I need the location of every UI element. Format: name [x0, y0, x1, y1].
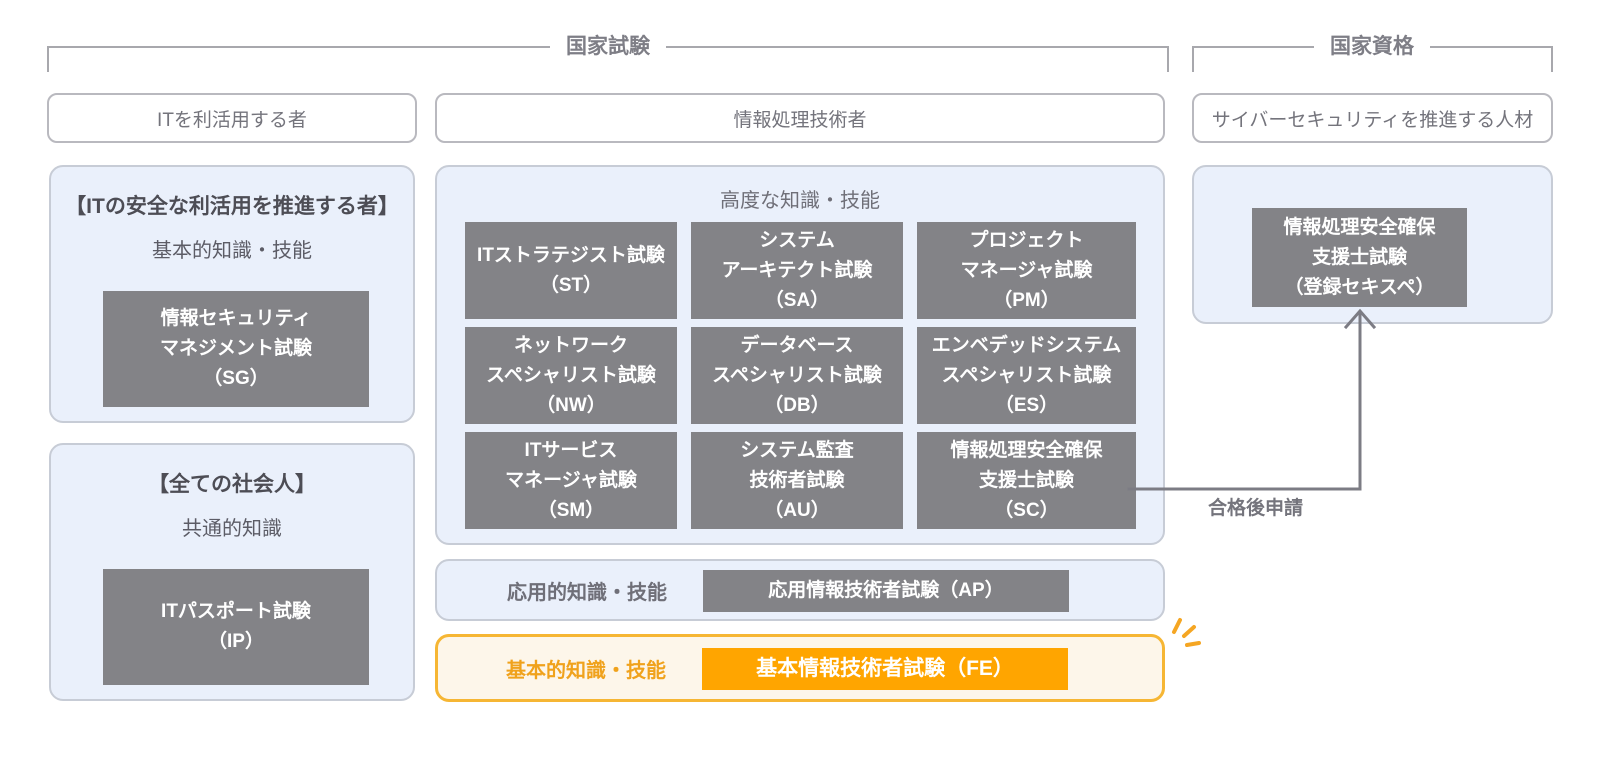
exam-chip-pm-line2: マネージャ試験 — [960, 259, 1093, 281]
header-pill-it-engineers-label: 情報処理技術者 — [733, 109, 867, 131]
exam-chip-nw[interactable]: ネットワーク スペシャリスト試験 （NW） — [465, 327, 677, 424]
header-pill-it-users: ITを利活用する者 — [47, 93, 417, 143]
exam-chip-nw-line1: ネットワーク — [513, 334, 628, 356]
exam-chip-pm-line1: プロジェクト — [969, 229, 1084, 251]
exam-chip-ap-label: 応用情報技術者試験（AP） — [768, 580, 1004, 601]
exam-chip-es-line1: エンベデッドシステム — [931, 334, 1122, 356]
exam-chip-ap[interactable]: 応用情報技術者試験（AP） — [703, 570, 1069, 612]
connector-arrow-label: 合格後申請 — [1208, 498, 1304, 519]
panel-all-workers: 【全ての社会人】 共通的知識 ITパスポート試験 （IP） — [49, 443, 415, 701]
exam-chip-st[interactable]: ITストラテジスト試験 （ST） — [465, 222, 677, 319]
exam-chip-ip[interactable]: ITパスポート試験 （IP） — [103, 569, 369, 685]
exam-chip-sg-line3: （SG） — [203, 368, 269, 389]
exam-chip-nw-line2: スペシャリスト試験 — [486, 364, 656, 386]
exam-chip-db-line2: スペシャリスト試験 — [712, 364, 882, 386]
exam-chip-sc-registered[interactable]: 情報処理安全確保 支援士試験 （登録セキスペ） — [1252, 208, 1467, 307]
panel-basic-skills: 基本的知識・技能 基本情報技術者試験（FE） — [435, 634, 1165, 702]
exam-chip-sc-line3: （SC） — [994, 499, 1059, 521]
exam-chip-sm[interactable]: ITサービス マネージャ試験 （SM） — [465, 432, 677, 529]
exam-chip-sa-line3: （SA） — [764, 289, 830, 311]
exam-chip-db-line1: データベース — [740, 334, 854, 356]
exam-chip-sc-line1: 情報処理安全確保 — [950, 439, 1103, 461]
panel-registered-security-specialist: 情報処理安全確保 支援士試験 （登録セキスペ） — [1192, 165, 1553, 324]
exam-chip-sg[interactable]: 情報セキュリティ マネジメント試験 （SG） — [103, 291, 369, 407]
exam-chip-sc-registered-line3: （登録セキスペ） — [1284, 276, 1435, 298]
panel-all-workers-heading: 【全ての社会人】 — [148, 473, 316, 496]
sparkle-icon — [1172, 618, 1201, 647]
exam-chip-pm[interactable]: プロジェクト マネージャ試験 （PM） — [917, 222, 1136, 319]
exam-chip-es[interactable]: エンベデッドシステム スペシャリスト試験 （ES） — [917, 327, 1136, 424]
exam-chip-db-line3: （DB） — [764, 394, 830, 416]
exam-chip-fe-label: 基本情報技術者試験（FE） — [756, 657, 1014, 680]
exam-chip-fe[interactable]: 基本情報技術者試験（FE） — [702, 648, 1068, 690]
panel-safe-it-users: 【ITの安全な利活用を推進する者】 基本的知識・技能 情報セキュリティ マネジメ… — [49, 165, 415, 423]
exam-chip-sm-line3: （SM） — [537, 499, 605, 521]
exam-chip-es-line3: （ES） — [994, 394, 1059, 416]
exam-chip-nw-line3: （NW） — [536, 394, 606, 416]
bracket-label-national-qualification: 国家資格 — [1314, 36, 1430, 58]
panel-applied-skills-label: 応用的知識・技能 — [507, 581, 667, 604]
header-pill-cybersecurity: サイバーセキュリティを推進する人材 — [1192, 93, 1553, 143]
panel-safe-it-users-subheading: 基本的知識・技能 — [152, 239, 312, 262]
exam-chip-st-line1: ITストラテジスト試験 — [477, 244, 665, 266]
exam-chip-st-line2: （ST） — [539, 274, 603, 296]
exam-chip-ip-line2: （IP） — [208, 631, 264, 652]
panel-advanced-skills-title: 高度な知識・技能 — [720, 189, 880, 212]
exam-chip-au-line2: 技術者試験 — [749, 469, 845, 491]
panel-basic-skills-label: 基本的知識・技能 — [506, 659, 666, 682]
header-pill-it-users-label: ITを利活用する者 — [157, 109, 307, 131]
exam-chip-pm-line3: （PM） — [993, 289, 1060, 311]
exam-chip-au-line1: システム監査 — [740, 439, 854, 461]
exam-chip-sc[interactable]: 情報処理安全確保 支援士試験 （SC） — [917, 432, 1136, 529]
exam-chip-au[interactable]: システム監査 技術者試験 （AU） — [691, 432, 903, 529]
exam-chip-sc-line2: 支援士試験 — [978, 469, 1074, 491]
exam-chip-sa[interactable]: システム アーキテクト試験 （SA） — [691, 222, 903, 319]
exam-chip-au-line3: （AU） — [764, 499, 830, 521]
panel-advanced-skills: 高度な知識・技能 ITストラテジスト試験 （ST） システム アーキテクト試験 … — [435, 165, 1165, 545]
exam-chip-sg-line1: 情報セキュリティ — [160, 308, 312, 329]
exam-chip-sg-line2: マネジメント試験 — [159, 338, 312, 359]
exam-chip-sa-line1: システム — [759, 229, 835, 251]
panel-safe-it-users-heading: 【ITの安全な利活用を推進する者】 — [65, 195, 399, 218]
panel-applied-skills: 応用的知識・技能 応用情報技術者試験（AP） — [435, 559, 1165, 621]
exam-chip-es-line2: スペシャリスト試験 — [941, 364, 1112, 386]
exam-chip-sc-registered-line2: 支援士試験 — [1311, 246, 1407, 268]
exam-chip-sm-line1: ITサービス — [524, 439, 618, 461]
exam-chip-sm-line2: マネージャ試験 — [505, 469, 637, 491]
header-pill-cybersecurity-label: サイバーセキュリティを推進する人材 — [1211, 109, 1534, 131]
connector-arrow-apply-after-pass — [1127, 308, 1377, 491]
panel-all-workers-subheading: 共通的知識 — [182, 517, 282, 540]
header-pill-it-engineers: 情報処理技術者 — [435, 93, 1165, 143]
exam-chip-ip-line1: ITパスポート試験 — [161, 601, 311, 622]
exam-chip-sc-registered-line1: 情報処理安全確保 — [1283, 216, 1436, 238]
exam-chip-db[interactable]: データベース スペシャリスト試験 （DB） — [691, 327, 903, 424]
bracket-label-national-exam: 国家試験 — [550, 36, 666, 58]
exam-chip-sa-line2: アーキテクト試験 — [721, 259, 873, 281]
